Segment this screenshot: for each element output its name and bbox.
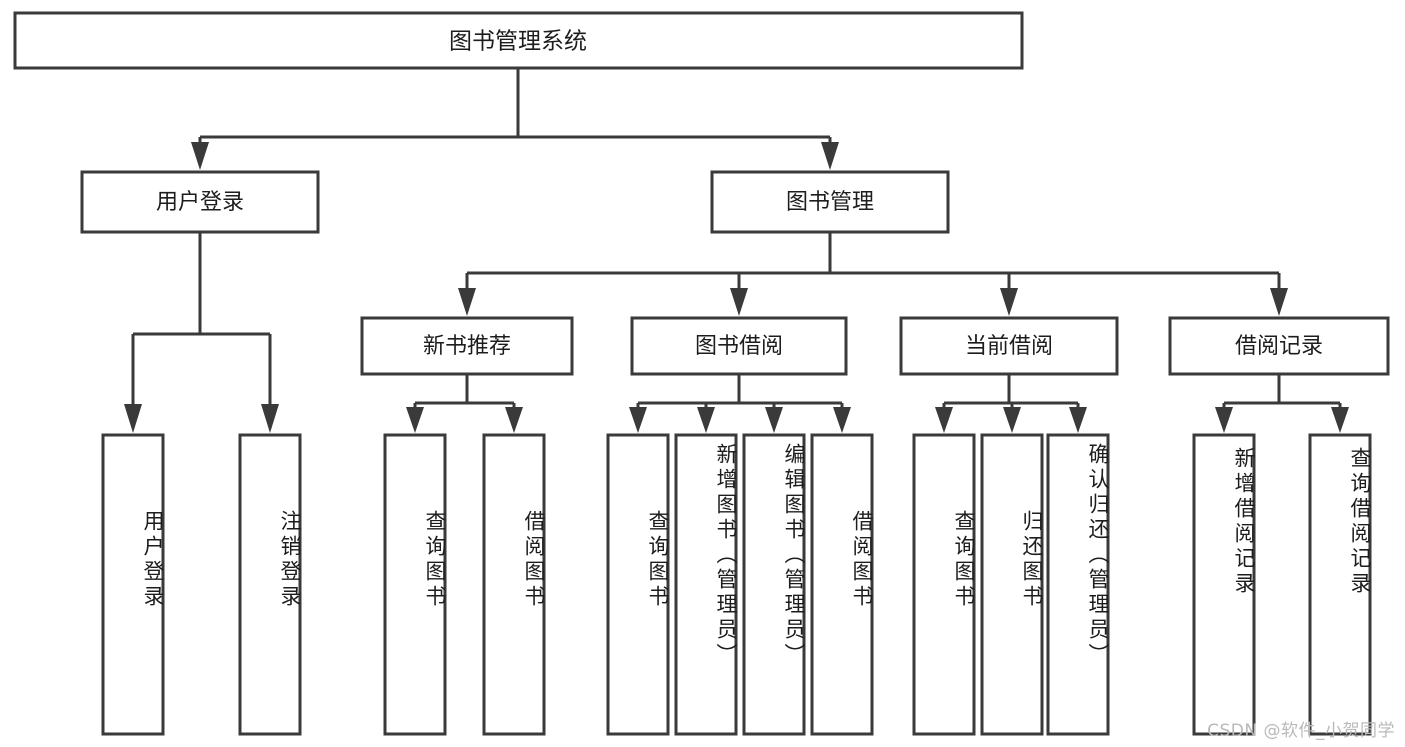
connector-root-to-level2 <box>191 68 839 170</box>
leaf-box-edit-book[interactable] <box>742 433 806 736</box>
arrow-head-leaf-query-book-2 <box>629 407 647 433</box>
leaf-box-query-book-1[interactable] <box>383 433 447 736</box>
arrow-head-leaf-add-record <box>1215 407 1233 433</box>
arrow-head-user-login <box>191 142 209 170</box>
arrow-head-leaf-edit-book <box>765 407 783 433</box>
node-book-borrow-label: 图书借阅 <box>695 334 783 359</box>
leaf-box-query-record[interactable] <box>1308 433 1372 736</box>
node-book-manage[interactable]: 图书管理 <box>710 170 950 234</box>
arrow-head-leaf-logout <box>261 404 279 433</box>
arrow-head-new-book-recommend <box>458 288 476 316</box>
connector-newbook-to-leaves <box>406 374 523 433</box>
node-new-book-recommend[interactable]: 新书推荐 <box>360 316 574 376</box>
leaf-box-add-book[interactable] <box>674 433 738 736</box>
leaf-box-confirm-return[interactable] <box>1046 433 1110 736</box>
leaf-box-add-record[interactable] <box>1192 433 1256 736</box>
arrow-head-borrow-record <box>1270 288 1288 316</box>
node-root-box[interactable] <box>13 11 1024 70</box>
arrow-head-leaf-query-record <box>1331 407 1349 433</box>
connector-bookmanage-to-level3 <box>458 232 1288 316</box>
node-user-login[interactable]: 用户登录 <box>80 170 320 234</box>
arrow-head-leaf-query-book-1 <box>406 407 424 433</box>
node-current-borrow-box[interactable] <box>899 316 1119 376</box>
arrow-head-leaf-user-login <box>124 404 142 433</box>
arrow-head-leaf-confirm-return <box>1069 407 1087 433</box>
arrow-head-current-borrow <box>1000 288 1018 316</box>
arrow-head-book-manage <box>821 142 839 170</box>
node-book-borrow[interactable]: 图书借阅 <box>630 316 848 376</box>
node-book-manage-box[interactable] <box>710 170 950 234</box>
node-borrow-record[interactable]: 借阅记录 <box>1168 316 1390 376</box>
arrow-head-leaf-add-book <box>697 407 715 433</box>
leaf-box-logout[interactable] <box>238 433 302 736</box>
node-book-manage-label: 图书管理 <box>786 190 874 215</box>
node-root[interactable]: 图书管理系统 <box>13 11 1024 70</box>
leaf-box-query-book-3[interactable] <box>912 433 976 736</box>
connector-bookborrow-to-leaves <box>629 374 851 433</box>
node-book-borrow-box[interactable] <box>630 316 848 376</box>
node-new-book-recommend-box[interactable] <box>360 316 574 376</box>
node-new-book-recommend-label: 新书推荐 <box>423 334 511 359</box>
node-borrow-record-label: 借阅记录 <box>1235 334 1323 359</box>
connector-borrowrecord-to-leaves <box>1215 374 1349 433</box>
leaf-box-user-login[interactable] <box>101 433 165 736</box>
node-borrow-record-box[interactable] <box>1168 316 1390 376</box>
node-current-borrow-label: 当前借阅 <box>965 334 1053 359</box>
connector-currentborrow-to-leaves <box>935 374 1087 433</box>
leaf-box-borrow-book-2[interactable] <box>810 433 874 736</box>
csdn-watermark: CSDN @软件_小贺同学 <box>1207 721 1395 741</box>
arrow-head-leaf-return-book <box>1003 407 1021 433</box>
leaf-box-return-book[interactable] <box>980 433 1044 736</box>
arrow-head-book-borrow <box>730 288 748 316</box>
arrow-head-leaf-query-book-3 <box>935 407 953 433</box>
node-user-login-label: 用户登录 <box>156 190 244 215</box>
leaf-box-borrow-book-1[interactable] <box>482 433 546 736</box>
leaf-box-query-book-2[interactable] <box>606 433 670 736</box>
arrow-head-leaf-borrow-book-1 <box>505 407 523 433</box>
node-root-label: 图书管理系统 <box>449 29 587 55</box>
node-current-borrow[interactable]: 当前借阅 <box>899 316 1119 376</box>
arrow-head-leaf-borrow-book-2 <box>833 407 851 433</box>
connector-userlogin-to-leaves <box>124 232 279 433</box>
node-user-login-box[interactable] <box>80 170 320 234</box>
